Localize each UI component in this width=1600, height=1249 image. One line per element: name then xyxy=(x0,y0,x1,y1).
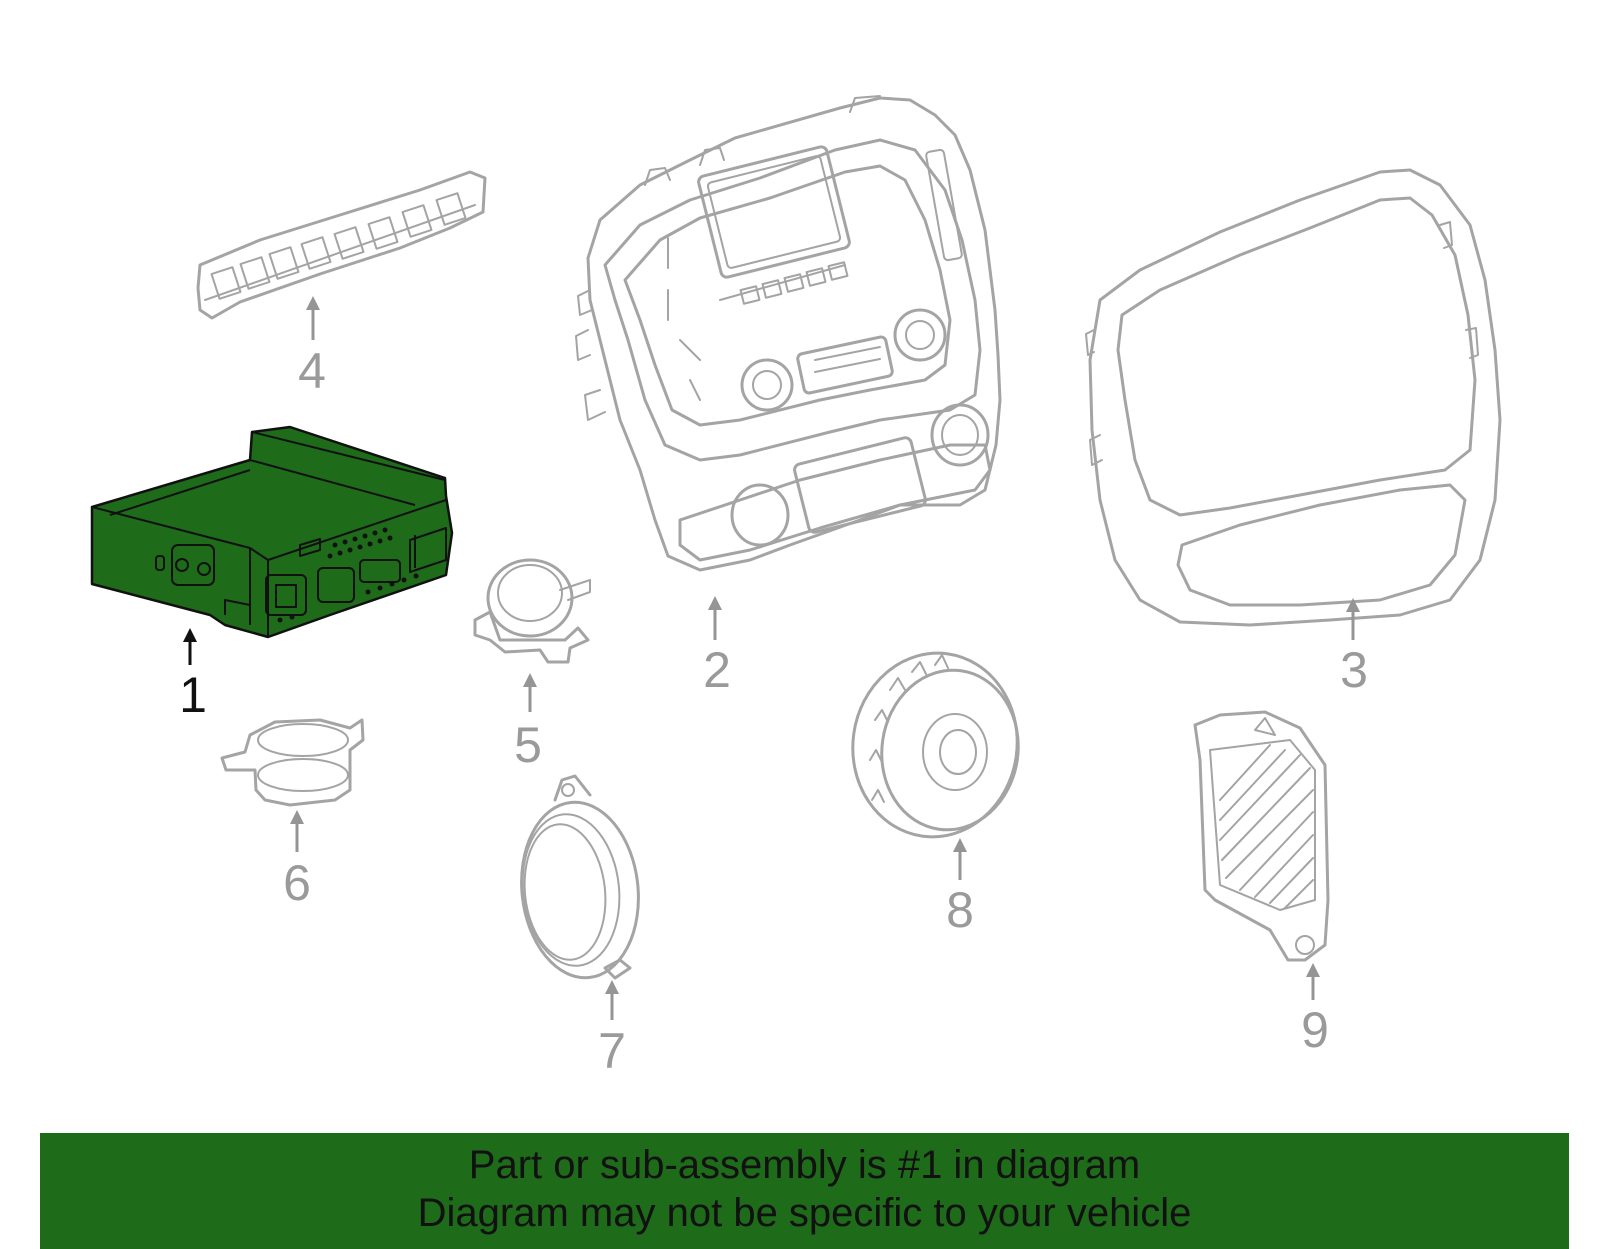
callout-8[interactable]: 8 xyxy=(946,838,974,938)
part-5-tweeter[interactable] xyxy=(473,558,591,664)
callout-7[interactable]: 7 xyxy=(598,980,626,1079)
callout-9[interactable]: 9 xyxy=(1301,963,1329,1058)
banner-line-2: Diagram may not be specific to your vehi… xyxy=(417,1191,1192,1235)
callout-2-number: 2 xyxy=(703,642,731,698)
callout-4-number: 4 xyxy=(298,343,326,399)
callout-5-number: 5 xyxy=(514,717,542,773)
part-6-speaker[interactable] xyxy=(220,718,365,807)
part-9-amplifier[interactable] xyxy=(1193,710,1330,962)
callout-6-number: 6 xyxy=(283,855,311,911)
part-7-speaker-ring[interactable] xyxy=(513,774,647,984)
part-8-woofer[interactable] xyxy=(841,642,1029,847)
callout-3-number: 3 xyxy=(1340,642,1368,698)
callout-1[interactable]: 1 xyxy=(179,628,207,723)
part-1-body xyxy=(90,425,454,639)
callout-7-number: 7 xyxy=(598,1023,626,1079)
diagram-notice-banner: Part or sub-assembly is #1 in diagram Di… xyxy=(40,1133,1569,1249)
banner-line-1: Part or sub-assembly is #1 in diagram xyxy=(468,1143,1141,1187)
part-1-radio-module[interactable] xyxy=(90,425,454,639)
part-2-center-bezel[interactable] xyxy=(575,95,1002,572)
callout-4[interactable]: 4 xyxy=(298,296,326,399)
callout-3[interactable]: 3 xyxy=(1340,598,1368,698)
callout-2[interactable]: 2 xyxy=(703,596,731,698)
part-4-switch-bracket[interactable] xyxy=(196,170,487,320)
callout-8-number: 8 xyxy=(946,882,974,938)
callout-9-number: 9 xyxy=(1301,1002,1329,1058)
part-3-trim-frame[interactable] xyxy=(1085,168,1502,627)
callout-1-number: 1 xyxy=(179,667,207,723)
callout-6[interactable]: 6 xyxy=(283,810,311,911)
callout-5[interactable]: 5 xyxy=(514,673,542,773)
